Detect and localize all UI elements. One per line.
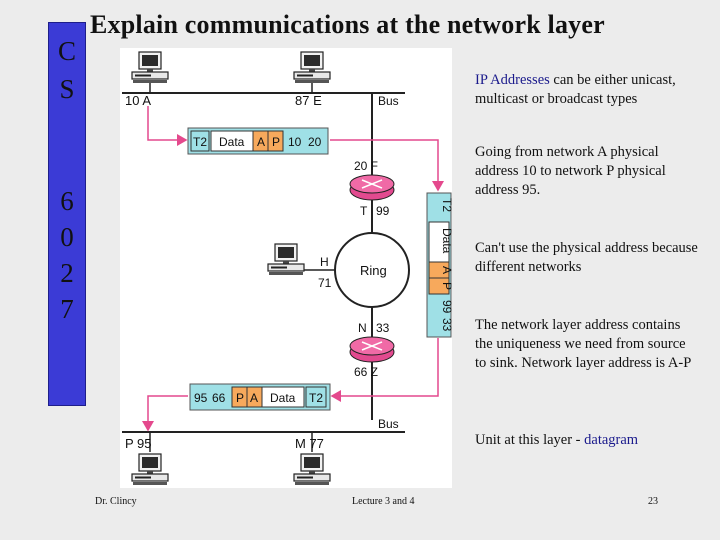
router-33-label: 33	[376, 321, 390, 335]
sidebar-letter: 7	[60, 294, 74, 324]
frame-field: 66	[212, 391, 226, 405]
router-z-label: 66 Z	[354, 365, 378, 379]
unit-label: Unit at this layer -	[475, 432, 585, 448]
computer-icon	[267, 243, 305, 276]
station-a-label: 10 A	[125, 93, 151, 108]
footer-page-number: 23	[648, 496, 658, 507]
arrow-icon	[142, 395, 188, 432]
text-network-layer-address: The network layer address contains the u…	[475, 317, 692, 371]
frame-field: Data	[219, 135, 245, 149]
frame-field: T2	[309, 391, 323, 405]
router-n-label: N	[358, 321, 367, 335]
router-99-label: 99	[376, 204, 390, 218]
arrow-icon	[147, 106, 188, 146]
frame-field: 95	[194, 391, 208, 405]
frame-field: 20	[308, 135, 322, 149]
ip-addresses-highlight: IP Addresses	[475, 72, 550, 88]
footer-author: Dr. Clincy	[95, 496, 137, 507]
frame-field: Data	[440, 228, 454, 254]
computer-icon	[293, 453, 331, 486]
frame-field: Data	[270, 391, 296, 405]
arrow-icon	[330, 139, 444, 192]
frame-field: P	[272, 135, 280, 149]
frame-field: 33	[440, 318, 454, 332]
text-going-from: Going from network A physical address 10…	[475, 144, 666, 198]
text-cant-use: Can't use the physical address because d…	[475, 240, 698, 275]
sidebar-letter: S	[59, 74, 75, 104]
frame-field: P	[236, 391, 244, 405]
computer-icon	[131, 453, 169, 486]
computer-icon	[293, 51, 331, 84]
bottom-bus-label: Bus	[378, 417, 399, 431]
sidebar-bar: C S 6 0 2 7	[48, 22, 86, 406]
frame-field: A	[250, 391, 258, 405]
computer-icon	[131, 51, 169, 84]
sidebar-letter: 6	[60, 186, 74, 216]
frame-field: T2	[193, 135, 207, 149]
station-71-label: 71	[318, 276, 332, 290]
station-e-label: 87 E	[295, 93, 322, 108]
ip-addresses-rest: can be either unicast, multicast or broa…	[475, 72, 676, 107]
frame-field: 10	[288, 135, 302, 149]
router-f-label: 20 F	[354, 159, 378, 173]
sidebar-letter: 0	[60, 222, 74, 252]
top-bus-label: Bus	[378, 94, 399, 108]
text-unit: Unit at this layer - datagram	[475, 431, 700, 450]
frame-field: P	[440, 282, 454, 290]
footer-lecture: Lecture 3 and 4	[352, 496, 415, 507]
frame-field: T2	[440, 198, 454, 212]
frame-field: A	[257, 135, 265, 149]
router-t-label: T	[360, 204, 368, 218]
sidebar-letter: C	[57, 36, 76, 66]
slide-title: Explain communications at the network la…	[90, 10, 605, 39]
station-p-label: P 95	[125, 436, 152, 451]
text-ip-addresses: IP Addresses can be either unicast, mult…	[475, 71, 700, 109]
frame-field: A	[440, 266, 454, 274]
arrow-icon	[330, 338, 439, 402]
station-m-label: M 77	[295, 436, 324, 451]
unit-highlight: datagram	[584, 432, 639, 448]
frame-field: 99	[440, 300, 454, 314]
station-h-label: H	[320, 255, 329, 269]
ring-label: Ring	[360, 263, 387, 278]
sidebar-letter: 2	[60, 258, 74, 288]
